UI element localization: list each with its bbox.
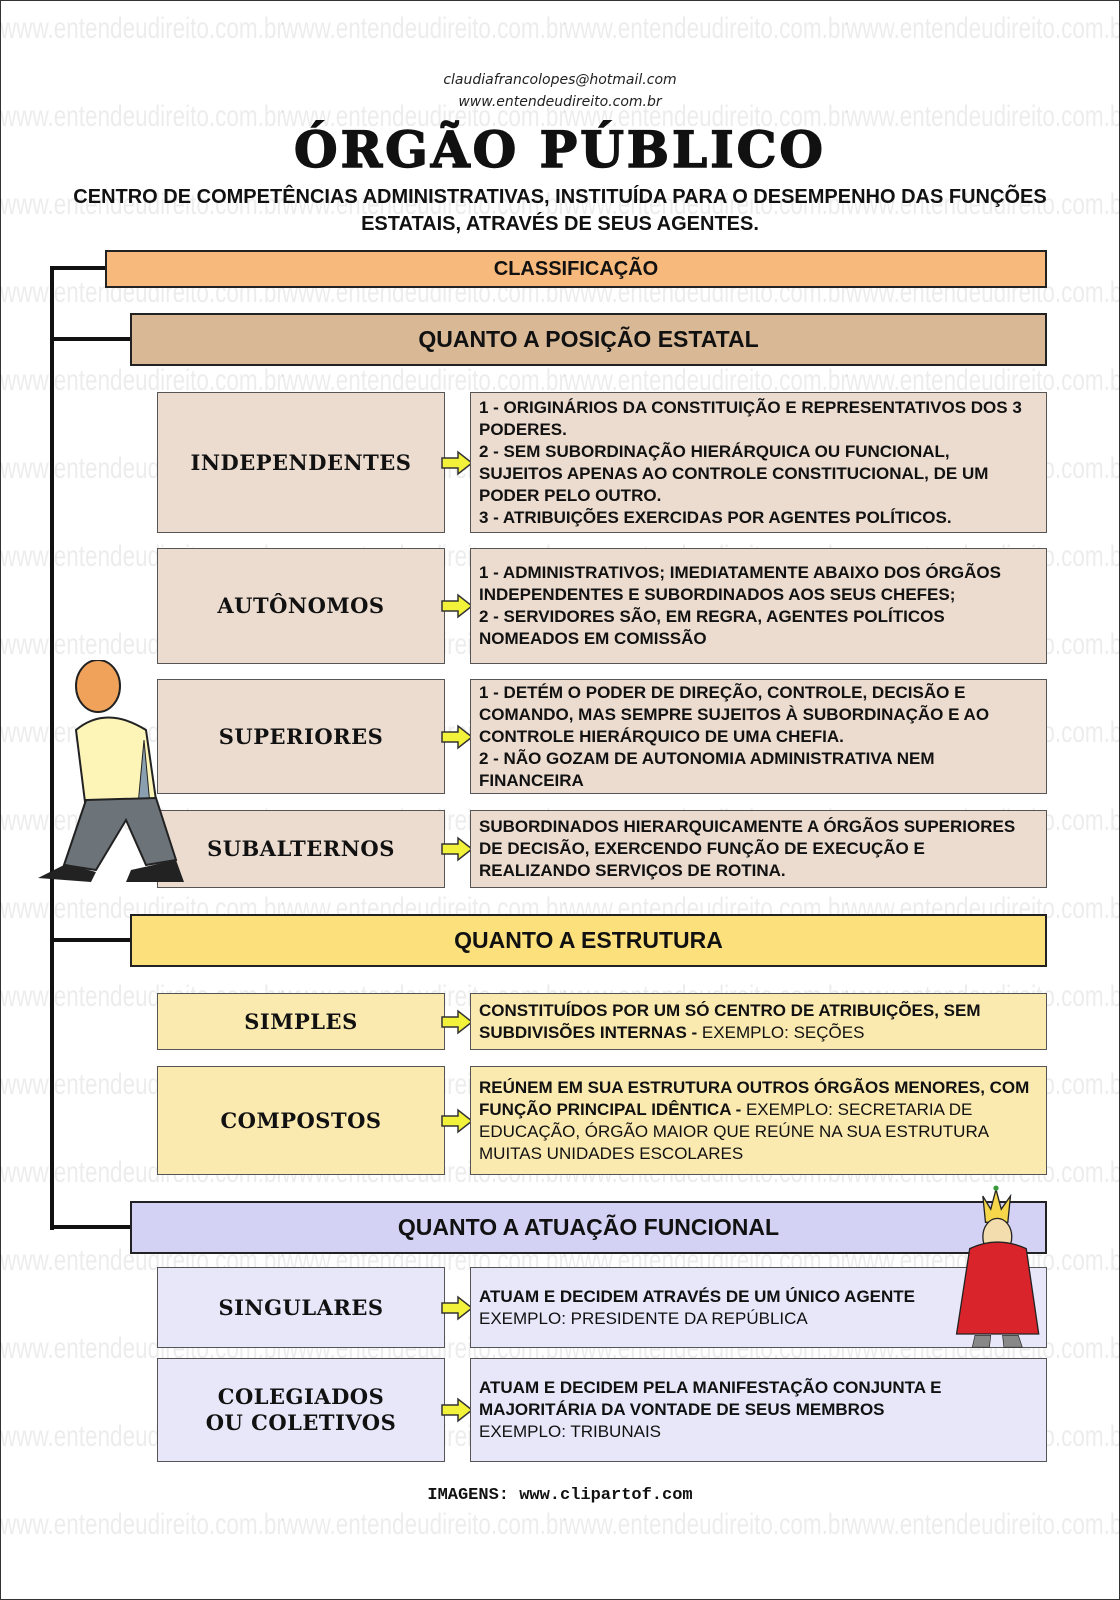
description-example: EXEMPLO: SECRETARIA DE EDUCAÇÃO, ÓRGÃO M…: [479, 1099, 989, 1163]
description-example: EXEMPLO: TRIBUNAIS: [479, 1422, 662, 1441]
page-title: ÓRGÃO PÚBLICO: [293, 119, 826, 180]
cartoon-man-illustration: [38, 660, 184, 882]
tree-branch: [50, 938, 132, 942]
category-description: CONSTITUÍDOS POR UM SÓ CENTRO DE ATRIBUI…: [470, 993, 1047, 1050]
description-line: REÚNEM EM SUA ESTRUTURA OUTROS ÓRGÃOS ME…: [479, 1077, 1038, 1165]
description-line: ATUAM E DECIDEM PELA MANIFESTAÇÃO CONJUN…: [479, 1377, 1038, 1421]
description-line: SUBORDINADOS HIERARQUICAMENTE A ÓRGÃOS S…: [479, 816, 1038, 882]
description-line: 1 - ADMINISTRATIVOS; IMEDIATAMENTE ABAIX…: [479, 562, 1038, 606]
description-bold: 1 - ADMINISTRATIVOS; IMEDIATAMENTE ABAIX…: [479, 563, 1001, 604]
description-line: 2 - SEM SUBORDINAÇÃO HIERÁRQUICA OU FUNC…: [479, 441, 1038, 507]
description-bold: ATUAM E DECIDEM ATRAVÉS DE UM ÚNICO AGEN…: [479, 1286, 916, 1306]
definition: CENTRO DE COMPETÊNCIAS ADMINISTRATIVAS, …: [73, 186, 1047, 235]
description-bold: 2 - SEM SUBORDINAÇÃO HIERÁRQUICA OU FUNC…: [479, 441, 989, 505]
category-description: 1 - ADMINISTRATIVOS; IMEDIATAMENTE ABAIX…: [470, 548, 1047, 664]
arrow-right-icon: [441, 449, 474, 476]
description-line: ATUAM E DECIDEM ATRAVÉS DE UM ÚNICO AGEN…: [479, 1286, 1038, 1308]
category-description: 1 - ORIGINÁRIOS DA CONSTITUIÇÃO E REPRES…: [470, 392, 1047, 533]
description-bold: REÚNEM EM SUA ESTRUTURA OUTROS ÓRGÃOS ME…: [479, 1077, 1030, 1119]
arrow-right-icon: [441, 723, 474, 750]
category-label: COMPOSTOS: [157, 1066, 445, 1175]
description-line: EXEMPLO: TRIBUNAIS: [479, 1421, 1038, 1443]
category-label: SUPERIORES: [157, 679, 445, 794]
tree-branch: [50, 266, 106, 270]
arrow-right-icon: [441, 1008, 474, 1035]
cartoon-king-illustration: [955, 1185, 1040, 1348]
description-bold: ATUAM E DECIDEM PELA MANIFESTAÇÃO CONJUN…: [479, 1378, 942, 1419]
category-description: REÚNEM EM SUA ESTRUTURA OUTROS ÓRGÃOS ME…: [470, 1066, 1047, 1175]
arrow-right-icon: [441, 836, 474, 862]
category-label: SIMPLES: [157, 993, 445, 1050]
image-credit: IMAGENS: www.clipartof.com: [427, 1486, 693, 1505]
description-bold: CONSTITUÍDOS POR UM SÓ CENTRO DE ATRIBUI…: [479, 1000, 981, 1042]
tree-branch: [50, 1225, 132, 1229]
description-line: 2 - SERVIDORES SÃO, EM REGRA, AGENTES PO…: [479, 606, 1038, 650]
description-bold: 2 - SERVIDORES SÃO, EM REGRA, AGENTES PO…: [479, 607, 945, 648]
description-line: 3 - ATRIBUIÇÕES EXERCIDAS POR AGENTES PO…: [479, 507, 1038, 529]
category-label: SINGULARES: [157, 1267, 445, 1348]
category-label: INDEPENDENTES: [157, 392, 445, 533]
arrow-right-icon: [441, 593, 474, 619]
description-example: EXEMPLO: SEÇÕES: [701, 1022, 865, 1042]
classification-header: CLASSIFICAÇÃO: [105, 250, 1047, 288]
category-description: 1 - DETÉM O PODER DE DIREÇÃO, CONTROLE, …: [470, 679, 1047, 794]
author-site: www.entendeudireito.com.br: [458, 94, 662, 110]
description-bold: 1 - DETÉM O PODER DE DIREÇÃO, CONTROLE, …: [479, 682, 990, 746]
description-bold: 1 - ORIGINÁRIOS DA CONSTITUIÇÃO E REPRES…: [479, 397, 1022, 439]
description-line: 1 - ORIGINÁRIOS DA CONSTITUIÇÃO E REPRES…: [479, 397, 1038, 441]
category-description: ATUAM E DECIDEM PELA MANIFESTAÇÃO CONJUN…: [470, 1358, 1047, 1462]
category-label: SUBALTERNOS: [157, 810, 445, 888]
description-line: EXEMPLO: PRESIDENTE DA REPÚBLICA: [479, 1308, 1038, 1330]
section-header: QUANTO A ATUAÇÃO FUNCIONAL: [130, 1201, 1047, 1254]
description-bold: 3 - ATRIBUIÇÕES EXERCIDAS POR AGENTES PO…: [479, 507, 952, 527]
description-bold: 2 - NÃO GOZAM DE AUTONOMIA ADMINISTRATIV…: [479, 748, 935, 790]
description-line: CONSTITUÍDOS POR UM SÓ CENTRO DE ATRIBUI…: [479, 1000, 1038, 1044]
arrow-right-icon: [441, 1397, 474, 1423]
author-email: claudiafrancolopes@hotmail.com: [443, 72, 677, 88]
category-description: SUBORDINADOS HIERARQUICAMENTE A ÓRGÃOS S…: [470, 810, 1047, 888]
description-line: 1 - DETÉM O PODER DE DIREÇÃO, CONTROLE, …: [479, 682, 1038, 748]
tree-trunk-line: [50, 266, 54, 1230]
category-description: ATUAM E DECIDEM ATRAVÉS DE UM ÚNICO AGEN…: [470, 1267, 1047, 1348]
section-header: QUANTO A POSIÇÃO ESTATAL: [130, 313, 1047, 366]
category-label: AUTÔNOMOS: [157, 548, 445, 664]
description-line: 2 - NÃO GOZAM DE AUTONOMIA ADMINISTRATIV…: [479, 748, 1038, 792]
arrow-right-icon: [441, 1107, 474, 1134]
category-label: COLEGIADOS OU COLETIVOS: [157, 1358, 445, 1462]
arrow-right-icon: [441, 1294, 474, 1321]
tree-branch: [50, 337, 132, 341]
section-header: QUANTO A ESTRUTURA: [130, 914, 1047, 967]
description-bold: SUBORDINADOS HIERARQUICAMENTE A ÓRGÃOS S…: [479, 817, 1016, 880]
description-example: EXEMPLO: PRESIDENTE DA REPÚBLICA: [479, 1308, 808, 1328]
